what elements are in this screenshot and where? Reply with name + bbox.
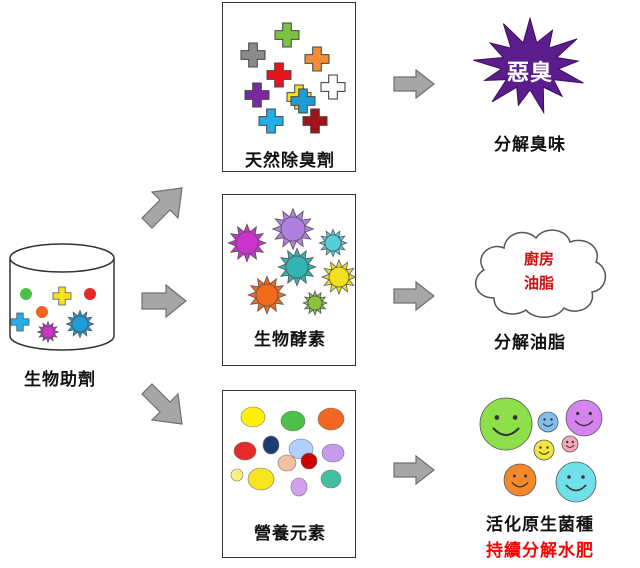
nutrient-dot-icon [300, 452, 318, 470]
nutrient-dots-icon [230, 406, 345, 497]
odor-burst-icon [473, 16, 584, 115]
enzyme-sun-icon [227, 223, 267, 263]
arrow-right-icon [393, 454, 435, 486]
nutrient-dot-icon [233, 441, 257, 461]
grease-cloud-line1: 廚房 [523, 250, 554, 268]
cross-icon [240, 42, 266, 68]
panel-bio-enzyme: 生物酵素 [222, 194, 358, 366]
nutrient-dot-icon [247, 467, 275, 491]
result-microbe-caption-line2: 持續分解水肥 [486, 541, 594, 561]
panel-bio-enzyme-label: 生物酵素 [254, 330, 326, 350]
nutrient-dot-icon [240, 406, 266, 428]
enzyme-sun-icon [277, 247, 317, 287]
bio-additive-jar-icon [9, 243, 115, 351]
smiley-microbe-icon [565, 399, 603, 437]
source-label: 生物助劑 [24, 370, 96, 390]
cross-icon [290, 88, 316, 114]
enzyme-sun-icon [65, 309, 95, 339]
panel-natural-deodorant: 天然除臭劑 [222, 2, 356, 172]
smiley-microbe-icon [533, 439, 555, 461]
smiley-microbe-icon [537, 411, 559, 433]
cross-icon [244, 82, 270, 108]
cross-icon [258, 108, 284, 134]
panel-nutrients: 營養元素 [222, 390, 356, 558]
enzyme-sun-icon [302, 290, 328, 316]
smiley-microbe-icon [561, 435, 579, 453]
smiley-microbes-icon [479, 397, 603, 503]
arrow-right-icon [141, 283, 187, 319]
nutrient-dot-icon [290, 477, 308, 497]
nutrient-dot-icon [230, 468, 244, 482]
arrow-right-icon [393, 68, 435, 100]
grease-cloud-line2: 油脂 [523, 274, 554, 292]
enzyme-sun-icon [271, 207, 315, 251]
enzyme-sun-icon [318, 228, 348, 258]
cross-icon [320, 74, 346, 100]
enzyme-suns-icon [227, 207, 358, 316]
result-grease-caption: 分解油脂 [494, 333, 566, 353]
enzyme-sun-icon [247, 275, 287, 315]
nutrient-dot-icon [280, 410, 306, 432]
panel-natural-deodorant-label: 天然除臭劑 [245, 151, 335, 171]
nutrient-dot-icon [317, 407, 345, 431]
cross-icon [302, 108, 328, 134]
enzyme-sun-icon [320, 258, 358, 296]
cross-icon [304, 46, 330, 72]
colored-crosses-icon [240, 22, 346, 134]
nutrient-dot-icon [320, 469, 342, 489]
arrow-up-right-icon [141, 187, 183, 229]
grease-cloud-icon [474, 229, 606, 318]
odor-burst-text: 惡臭 [506, 61, 553, 86]
nutrient-dot-icon [277, 454, 297, 472]
cross-icon [274, 22, 300, 48]
cross-icon [266, 62, 292, 88]
smiley-microbe-icon [503, 463, 537, 497]
result-microbe-caption-line1: 活化原生菌種 [486, 515, 594, 535]
arrow-down-right-icon [141, 383, 183, 425]
nutrient-dot-icon [321, 443, 345, 463]
smiley-microbe-icon [479, 397, 533, 451]
smiley-microbe-icon [555, 461, 597, 503]
result-odor-caption: 分解臭味 [494, 135, 566, 155]
panel-nutrients-label: 營養元素 [254, 524, 326, 544]
arrow-right-icon [393, 280, 435, 312]
enzyme-sun-icon [36, 320, 60, 344]
nutrient-dot-icon [262, 435, 280, 455]
